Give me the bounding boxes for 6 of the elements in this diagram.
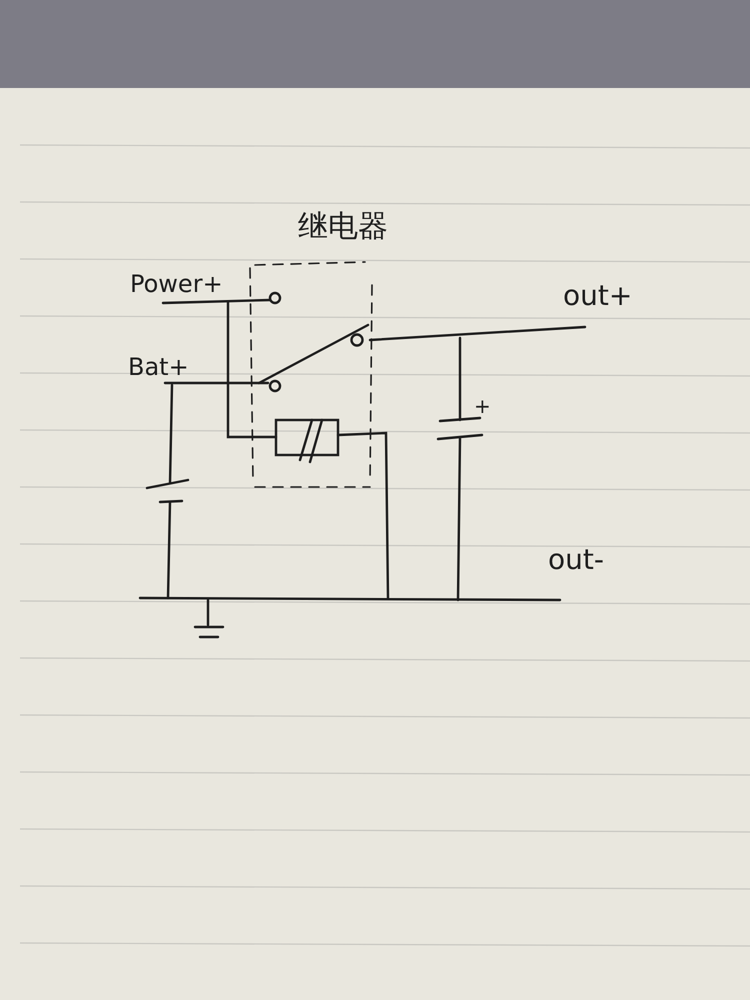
polarity-mark: + xyxy=(474,396,491,416)
terminal-label: out+ xyxy=(563,282,632,310)
relay-label: 继电器 xyxy=(298,212,388,242)
terminal-label: Power+ xyxy=(130,272,223,296)
terminal-label: Bat+ xyxy=(128,355,189,379)
terminal-label: out- xyxy=(548,546,604,574)
